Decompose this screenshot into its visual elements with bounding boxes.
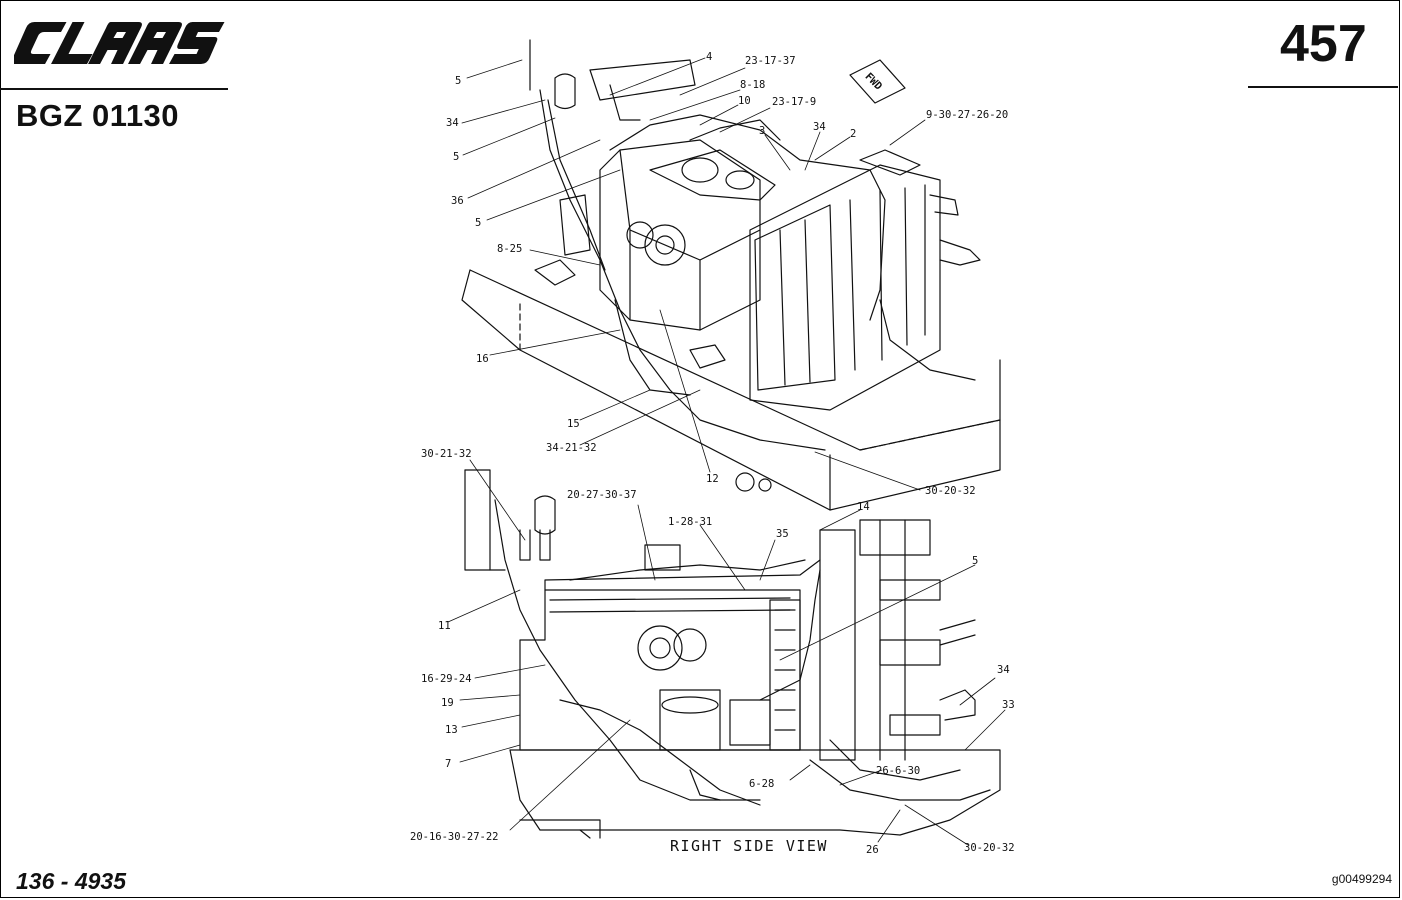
right-side-engine-view: [464, 469, 1001, 839]
callout: 16: [476, 353, 489, 365]
callout: 3: [759, 125, 765, 137]
callouts-bottom: 30-21-32 20-27-30-37 1-28-31 14 35 5 11 …: [410, 448, 1015, 856]
callout: 35: [776, 528, 789, 540]
leader-lines: [447, 57, 1006, 846]
document-number: 136 - 4935: [16, 868, 126, 894]
callout: 34: [813, 121, 826, 133]
header-rule-right: [1248, 86, 1398, 88]
callout: 16-29-24: [421, 673, 472, 685]
callout: 9-30-27-26-20: [926, 109, 1008, 121]
callout: 5: [453, 151, 459, 163]
fwd-label: FWD: [862, 71, 884, 93]
callout: 30-21-32: [421, 448, 472, 460]
callouts-top: 5 4 23-17-37 8-18 34 10 23-17-9 5 3 34 2…: [446, 51, 1008, 497]
callout: 23-17-9: [772, 96, 816, 108]
callout: 23-17-37: [745, 55, 796, 67]
fwd-arrow: [849, 59, 906, 104]
claas-logo: [14, 22, 225, 64]
header-rule-left: [0, 88, 228, 90]
callout: 4: [706, 51, 712, 63]
group-code: BGZ 01130: [16, 98, 180, 133]
isometric-engine-view: [461, 39, 1001, 511]
callout: 13: [445, 724, 458, 736]
view-caption: RIGHT SIDE VIEW: [670, 837, 828, 855]
callout: 5: [455, 75, 461, 87]
callout: 30-20-32: [925, 485, 976, 497]
callout: 10: [738, 95, 751, 107]
callout: 1-28-31: [668, 516, 712, 528]
page-number: 457: [1280, 15, 1367, 73]
callout: 6-28: [749, 778, 774, 790]
callout: 26: [866, 844, 879, 856]
callout: 15: [567, 418, 580, 430]
callout: 7: [445, 758, 451, 770]
callout: 11: [438, 620, 451, 632]
callout: 14: [857, 501, 870, 513]
callout: 26-6-30: [876, 765, 920, 777]
callout: 34-21-32: [546, 442, 597, 454]
callout: 12: [706, 473, 719, 485]
callout: 33: [1002, 699, 1015, 711]
callout: 2: [850, 128, 856, 140]
callout: 30-20-32: [964, 842, 1015, 854]
callout: 20-27-30-37: [567, 489, 637, 501]
callout: 34: [997, 664, 1010, 676]
callout: 8-18: [740, 79, 765, 91]
callout: 8-25: [497, 243, 522, 255]
image-reference: g00499294: [1331, 872, 1392, 886]
callout: 36: [451, 195, 464, 207]
callout: 34: [446, 117, 459, 129]
callout: 5: [972, 555, 978, 567]
callout: 19: [441, 697, 454, 709]
callout: 5: [475, 217, 481, 229]
callout: 20-16-30-27-22: [410, 831, 499, 843]
